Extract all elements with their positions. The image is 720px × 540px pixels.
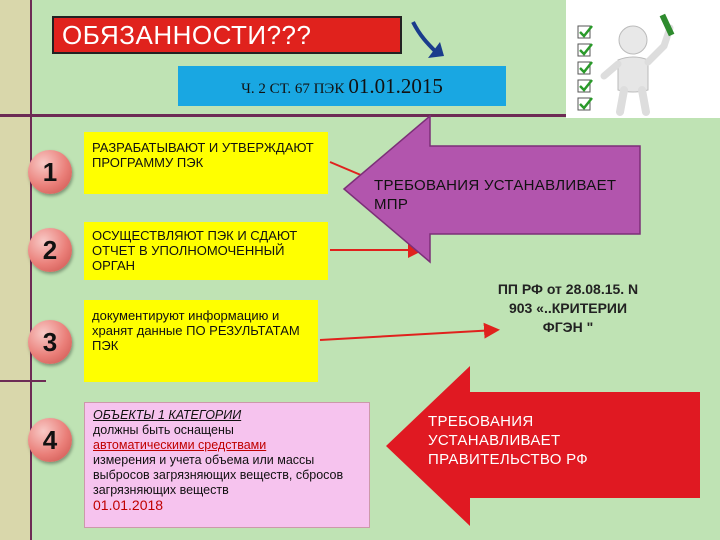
duty-2-box: ОСУЩЕСТВЛЯЮТ ПЭК И СДАЮТ ОТЧЕТ В УПОЛНОМ… (84, 222, 328, 280)
duty-4-line3: автоматическими средствами (93, 438, 267, 452)
item-number-3: 3 (28, 320, 72, 364)
side-divider (0, 380, 46, 382)
law-reference: Ч. 2 СТ. 67 ПЭК 01.01.2015 (178, 66, 506, 106)
law-article: Ч. 2 СТ. 67 ПЭК (241, 81, 345, 97)
left-strip (0, 0, 30, 540)
duty-4-box: ОБЪЕКТЫ 1 КАТЕГОРИИ должны быть оснащены… (84, 402, 370, 528)
item-number-4: 4 (28, 418, 72, 462)
law-date: 01.01.2015 (348, 74, 443, 98)
duty-3-box: документируют информацию и хранят данные… (84, 300, 318, 382)
purple-arrow-text: ТРЕБОВАНИЯ УСТАНАВЛИВАЕТ МПР (374, 177, 617, 213)
item-number-1: 1 (28, 150, 72, 194)
duty-4-date: 01.01.2018 (93, 497, 164, 513)
duty-1-box: РАЗРАБАТЫВАЮТ И УТВЕРЖДАЮТ ПРОГРАММУ ПЭК (84, 132, 328, 194)
regulation-note: ПП РФ от 28.08.15. N 903 «..КРИТЕРИИ ФГЭ… (497, 281, 639, 335)
left-rule (30, 0, 32, 540)
duty-4-line4: измерения и учета объема или массы выбро… (93, 453, 344, 497)
page-title: ОБЯЗАННОСТИ??? (52, 16, 402, 54)
duty-4-heading: ОБЪЕКТЫ 1 КАТЕГОРИИ (93, 408, 242, 422)
top-divider (0, 114, 720, 117)
red-arrow-text: ТРЕБОВАНИЯ УСТАНАВЛИВАЕТ ПРАВИТЕЛЬСТВО Р… (428, 413, 588, 468)
item-number-2: 2 (28, 228, 72, 272)
duty-4-line2: должны быть оснащены (93, 423, 234, 437)
